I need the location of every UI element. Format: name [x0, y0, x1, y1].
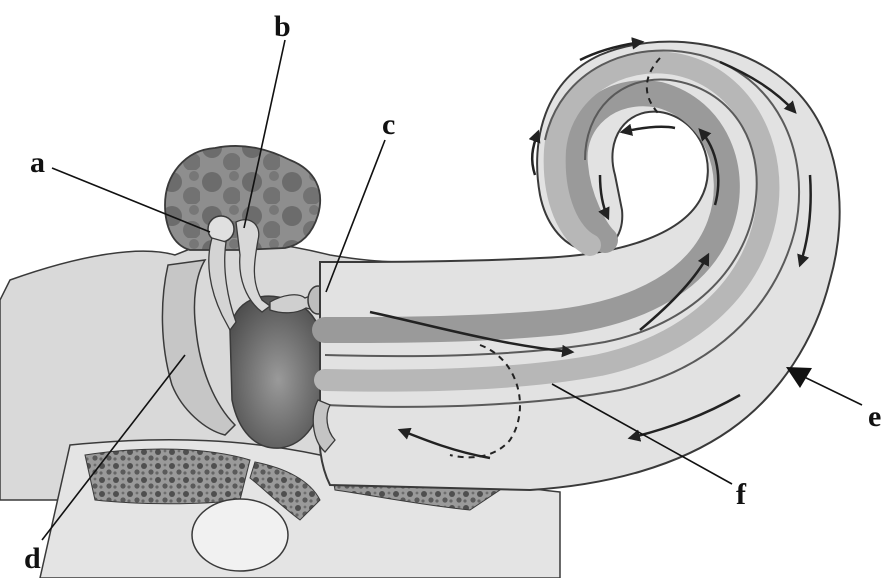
label-e: e [868, 402, 881, 432]
bone-texture-left [85, 449, 250, 504]
label-d: d [24, 544, 41, 574]
e-arrowhead [786, 367, 812, 388]
canal-opening [192, 499, 288, 571]
middle-ear-cavity [230, 296, 326, 448]
label-b: b [274, 12, 291, 42]
label-f: f [736, 480, 746, 510]
label-a: a [30, 148, 45, 178]
label-c: c [382, 110, 395, 140]
